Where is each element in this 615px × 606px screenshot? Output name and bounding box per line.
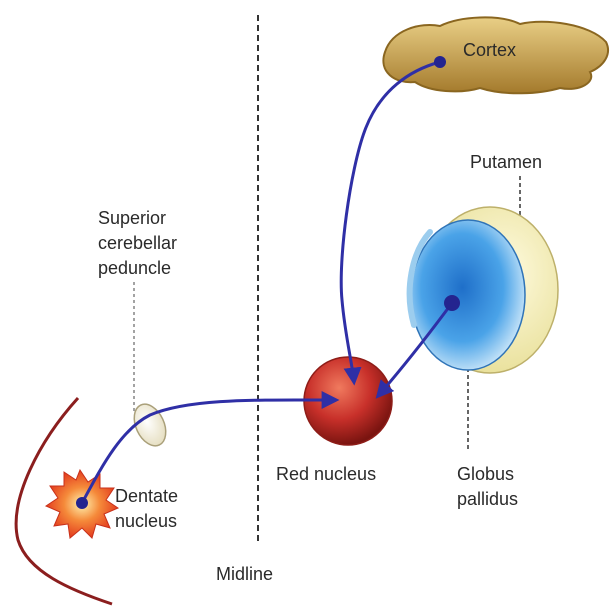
cortex-label: Cortex <box>463 40 516 60</box>
globus-pallidus-node <box>444 295 460 311</box>
dentate-label-line-2: nucleus <box>115 511 177 531</box>
globus-pallidus-label-line-2: pallidus <box>457 489 518 509</box>
cortex-node <box>434 56 446 68</box>
red-nucleus-label: Red nucleus <box>276 464 376 484</box>
globus-pallidus-shape <box>411 220 525 370</box>
dentate-node <box>76 497 88 509</box>
putamen-label: Putamen <box>470 152 542 172</box>
midline-label: Midline <box>216 564 273 584</box>
peduncle-label-line-3: peduncle <box>98 258 171 278</box>
peduncle-label-line-2: cerebellar <box>98 233 177 253</box>
globus-pallidus-label-line-1: Globus <box>457 464 514 484</box>
dentate-label-line-1: Dentate <box>115 486 178 506</box>
peduncle-label-line-1: Superior <box>98 208 166 228</box>
